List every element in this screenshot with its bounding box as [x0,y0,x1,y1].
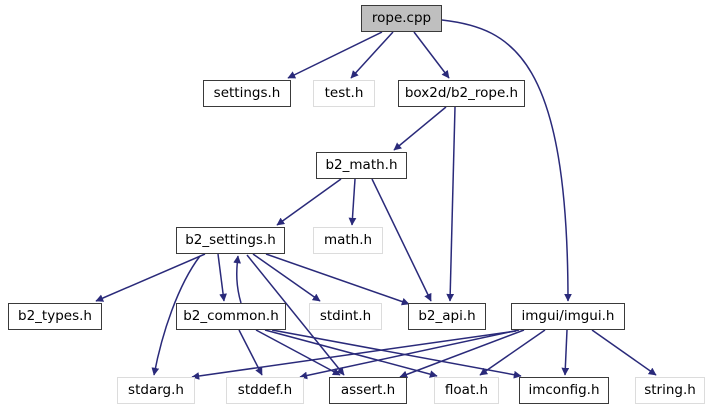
graph-edge-imgui-imgui-h-to-stddef-h [299,329,520,380]
graph-node-label: b2_api.h [418,307,476,324]
graph-edge-b2-settings-h-to-stdint-h [252,253,321,302]
graph-edge-b2-math-h-to-b2-settings-h [276,178,342,226]
graph-edge-rope-cpp-to-test-h [350,31,394,79]
graph-node-label: float.h [444,381,489,398]
graph-node-label: stdarg.h [128,381,184,398]
graph-node-b2-rope-h[interactable]: box2d/b2_rope.h [398,80,525,107]
graph-node-stdarg-h[interactable]: stdarg.h [117,377,195,404]
graph-node-label: assert.h [340,381,396,398]
graph-node-label: rope.cpp [371,9,432,26]
graph-node-b2-settings-h[interactable]: b2_settings.h [176,227,285,254]
graph-edge-b2-rope-h-to-b2-math-h [393,106,447,151]
graph-node-rope-cpp[interactable]: rope.cpp [361,5,442,32]
graph-edge-b2-common-h-to-stddef-h [238,329,263,376]
graph-node-label: b2_settings.h [185,231,276,248]
graph-edge-rope-cpp-to-imgui-imgui-h [441,19,572,302]
graph-node-test-h[interactable]: test.h [313,80,375,107]
graph-node-assert-h[interactable]: assert.h [329,377,407,404]
graph-edge-imgui-imgui-h-to-float-h [479,329,546,376]
graph-edge-imgui-imgui-h-to-stdarg-h [191,330,517,380]
graph-node-b2-math-h[interactable]: b2_math.h [316,152,407,179]
graph-node-label: b2_common.h [183,307,279,324]
graph-edge-imgui-imgui-h-to-string-h [591,329,657,376]
graph-node-b2-api-h[interactable]: b2_api.h [408,303,486,330]
graph-node-stddef-h[interactable]: stddef.h [226,377,304,404]
graph-node-settings-h[interactable]: settings.h [203,80,291,107]
graph-edge-b2-settings-h-to-b2-common-h [217,253,227,302]
graph-node-b2-common-h[interactable]: b2_common.h [176,303,286,330]
graph-edge-b2-math-h-to-math-h [348,178,357,226]
graph-node-label: stddef.h [237,381,293,398]
graph-edge-b2-rope-h-to-b2-api-h [446,106,456,302]
graph-node-label: stdint.h [319,307,372,324]
graph-node-label: b2_types.h [18,307,92,324]
graph-edge-rope-cpp-to-settings-h [287,31,383,79]
graph-edge-b2-settings-h-to-b2-types-h [95,253,206,302]
graph-node-b2-types-h[interactable]: b2_types.h [8,303,102,330]
graph-node-label: b2_math.h [325,156,398,173]
graph-node-imconfig-h[interactable]: imconfig.h [519,377,609,404]
graph-node-label: imconfig.h [528,381,600,398]
graph-edge-imgui-imgui-h-to-imconfig-h [561,329,570,376]
graph-node-float-h[interactable]: float.h [434,377,499,404]
graph-edge-b2-common-h-to-assert-h [255,329,341,376]
graph-node-string-h[interactable]: string.h [635,377,705,404]
graph-node-stdint-h[interactable]: stdint.h [309,303,382,330]
graph-edge-b2-common-h-to-float-h [264,329,438,378]
graph-edge-b2-settings-h-to-b2-api-h [265,253,410,306]
graph-edge-b2-common-h-to-imconfig-h [271,329,522,379]
graph-node-label: math.h [323,231,373,248]
graph-edge-imgui-imgui-h-to-assert-h [399,329,525,379]
graph-node-imgui-imgui-h[interactable]: imgui/imgui.h [511,303,625,330]
graph-node-label: string.h [644,381,696,398]
graph-node-label: box2d/b2_rope.h [404,84,519,101]
graph-edge-rope-cpp-to-b2-rope-h [413,31,450,79]
graph-edge-b2-common-h-to-b2-settings-h [233,255,242,304]
graph-node-label: settings.h [213,84,281,101]
graph-node-label: test.h [324,84,364,101]
graph-node-label: imgui/imgui.h [521,307,615,324]
graph-node-math-h[interactable]: math.h [313,227,383,254]
